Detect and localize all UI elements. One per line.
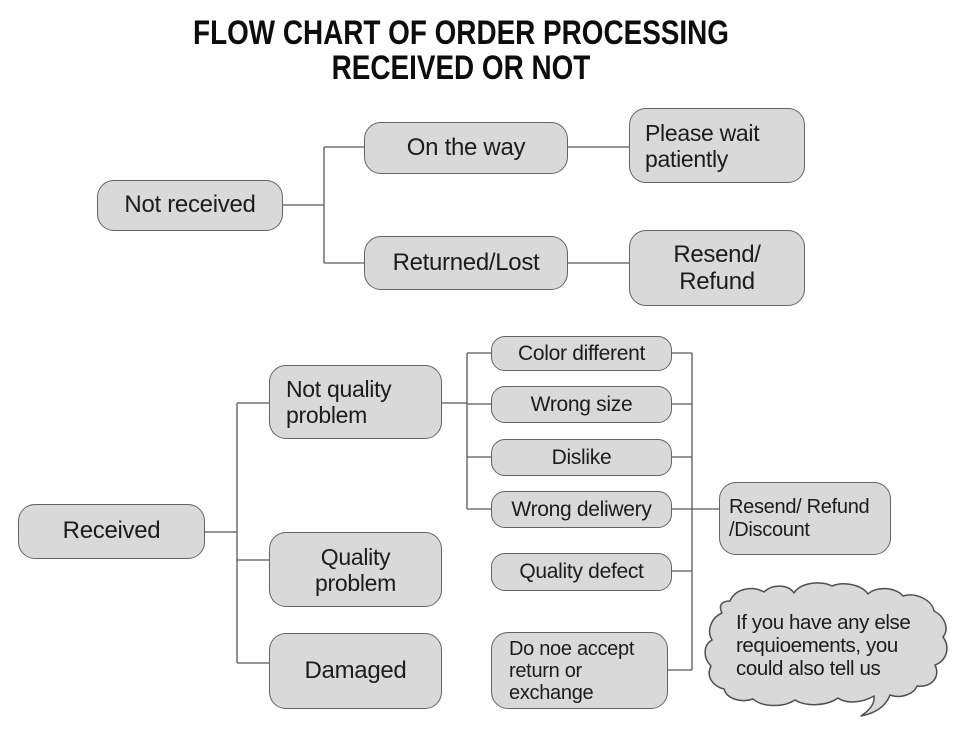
node-quality-defect: Quality defect xyxy=(491,553,672,591)
speech-bubble-text: If you have any else requioements, you c… xyxy=(736,611,941,680)
bubble-line2: requioements, you xyxy=(736,634,898,657)
node-returned-lost: Returned/Lost xyxy=(364,236,568,290)
node-label: Received xyxy=(62,517,161,545)
node-received: Received xyxy=(18,504,205,559)
node-label: Damaged xyxy=(304,656,407,684)
chart-title-line1: FLOW CHART OF ORDER PROCESSING xyxy=(193,14,729,52)
node-label-line2: /Discount xyxy=(729,518,810,541)
node-damaged: Damaged xyxy=(269,633,442,709)
connector-group xyxy=(205,146,719,671)
node-quality-problem: Quality problem xyxy=(269,532,442,607)
node-label: On the way xyxy=(406,133,526,161)
node-label: Wrong size xyxy=(530,392,633,416)
bubble-line3: could also tell us xyxy=(736,657,881,680)
node-please-wait-patiently: Please wait patiently xyxy=(629,108,805,183)
node-wrong-size: Wrong size xyxy=(491,386,672,423)
node-label-line2: problem xyxy=(286,402,367,428)
node-resend-refund-discount: Resend/ Refund /Discount xyxy=(719,482,891,555)
node-label-line1: Please wait xyxy=(645,119,760,146)
node-label-line3: exchange xyxy=(509,681,594,704)
node-dislike: Dislike xyxy=(491,439,672,476)
node-label-line2: problem xyxy=(315,569,396,596)
bubble-line1: If you have any else xyxy=(736,611,911,634)
chart-title-line2: RECEIVED OR NOT xyxy=(331,49,591,87)
node-label-line2: Refund xyxy=(679,268,755,295)
node-label-line2: patiently xyxy=(645,145,728,172)
node-label: Quality defect xyxy=(519,560,644,584)
node-resend-refund: Resend/ Refund xyxy=(629,230,805,306)
speech-bubble-shape xyxy=(704,582,948,717)
node-label: Wrong deliwery xyxy=(511,497,652,521)
node-do-noe-accept: Do noe accept return or exchange xyxy=(491,632,668,709)
node-color-different: Color different xyxy=(491,336,672,371)
node-label-line2: return or xyxy=(509,659,582,682)
node-label-line1: Resend/ Refund xyxy=(729,495,870,518)
node-label-line1: Not quality xyxy=(286,376,392,402)
node-label: Dislike xyxy=(551,445,612,469)
node-label-line1: Do noe accept xyxy=(509,637,635,660)
node-on-the-way: On the way xyxy=(364,122,568,174)
node-label: Returned/Lost xyxy=(392,248,540,276)
node-wrong-deliwery: Wrong deliwery xyxy=(491,491,672,528)
node-label: Not received xyxy=(124,191,256,219)
node-label-line1: Quality xyxy=(320,543,391,570)
node-label-line1: Resend/ xyxy=(673,241,761,268)
node-label: Color different xyxy=(517,341,646,365)
chart-title: FLOW CHART OF ORDER PROCESSING RECEIVED … xyxy=(0,16,922,86)
node-not-received: Not received xyxy=(97,180,283,231)
node-not-quality-problem: Not quality problem xyxy=(269,365,442,439)
